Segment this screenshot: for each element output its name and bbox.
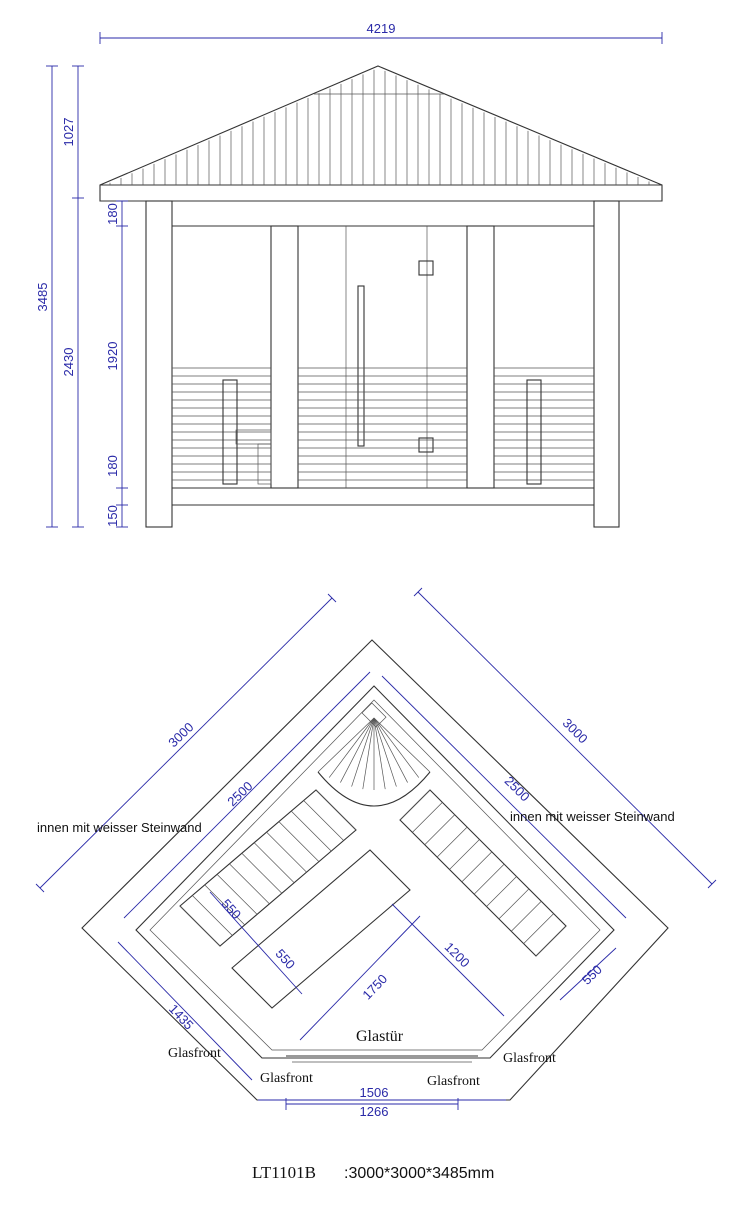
sauna-frame [145, 200, 620, 528]
corner-fan-seat [317, 717, 431, 790]
right-bench [399, 789, 567, 957]
hatch-line [179, 905, 221, 947]
base-label: 150 [105, 505, 120, 527]
door-label: Glastür [356, 1028, 404, 1045]
inner-left-label: 2500 [224, 778, 255, 809]
wall-height-label: 2430 [61, 348, 76, 377]
hatch-line [266, 831, 307, 873]
model-number: LT1101B [252, 1163, 316, 1182]
hatch-line [351, 717, 375, 787]
left-bench [179, 789, 411, 1009]
slats-right [494, 367, 594, 481]
hatch-line [373, 717, 431, 773]
hatch-line [412, 802, 443, 833]
roof-height-label: 1027 [61, 118, 76, 147]
hatch-line [399, 789, 431, 821]
plan-inner-outline [135, 685, 615, 1059]
outer-left-label: 3000 [165, 719, 196, 750]
hatch-line [449, 839, 480, 870]
front-inner-label: 1266 [360, 1104, 389, 1119]
hatch-line [328, 717, 375, 778]
top-beam-label: 180 [105, 203, 120, 225]
bench-length-label: 1750 [359, 971, 390, 1002]
total-height-label: 3485 [35, 283, 50, 312]
hatch-line [317, 717, 375, 773]
glass-front-right-label: Glasfront [503, 1051, 556, 1066]
hatch-line [498, 888, 530, 920]
glass-front-center-left-label: Glasfront [260, 1071, 313, 1086]
hatch-line [486, 876, 517, 907]
hatch-line [253, 842, 295, 883]
hatch-line [473, 863, 505, 895]
slats-left [172, 367, 467, 481]
door-height-label: 1920 [105, 342, 120, 371]
hatch-line [204, 884, 245, 926]
hatch-line [315, 789, 357, 831]
hatch-line [535, 925, 567, 957]
elevation-view: 4219 [35, 21, 663, 528]
hatch-line [461, 851, 493, 883]
model-dimensions: :3000*3000*3485mm [344, 1165, 494, 1182]
hatch-line [229, 863, 270, 905]
dim-overall-width: 4219 [99, 21, 663, 44]
hatch-line [216, 874, 258, 915]
outer-right-label: 3000 [560, 715, 591, 746]
plan-view: 3000 3000 2500 2500 550 550 1200 1750 55… [35, 587, 717, 1119]
hatch-line [303, 800, 344, 841]
roof-boards [109, 69, 650, 185]
hatch-line [192, 895, 233, 936]
glass-front-center-right-label: Glasfront [427, 1074, 480, 1089]
hatch-line [373, 717, 386, 790]
hatch-line [373, 717, 397, 787]
bench-depth-2-label: 550 [273, 946, 299, 972]
hatch-line [373, 717, 420, 778]
hatch-line [436, 826, 468, 858]
note-right: innen mit weisser Steinwand [510, 809, 675, 824]
hatch-line [511, 901, 542, 932]
glass-front-left-label: Glasfront [168, 1046, 221, 1061]
inner-diagonal-label: 1200 [442, 939, 473, 970]
hatch-line [373, 717, 408, 783]
hatch-line [241, 853, 283, 894]
lower-rail-label: 180 [105, 455, 120, 477]
bench-slats [172, 367, 594, 485]
left-bench-slats [179, 789, 357, 947]
vertical-dimensions: 3485 1027 2430 180 1920 180 150 [35, 65, 128, 528]
overall-width-label: 4219 [367, 21, 396, 36]
roof [99, 65, 663, 202]
footer: LT1101B :3000*3000*3485mm [252, 1163, 494, 1182]
right-bench-slats [399, 789, 567, 957]
front-outer-label: 1506 [360, 1085, 389, 1100]
hatch-line [424, 814, 455, 845]
hatch-line [278, 821, 320, 862]
note-left: innen mit weisser Steinwand [37, 820, 202, 835]
bench-depth-3-label: 550 [579, 962, 605, 988]
hatch-line [291, 810, 332, 852]
hatch-line [340, 717, 375, 783]
hatch-line [523, 913, 554, 944]
hatch-line [362, 717, 375, 790]
glass-side-label: 1435 [166, 1001, 197, 1032]
bench-depth-1-label: 550 [219, 896, 245, 922]
